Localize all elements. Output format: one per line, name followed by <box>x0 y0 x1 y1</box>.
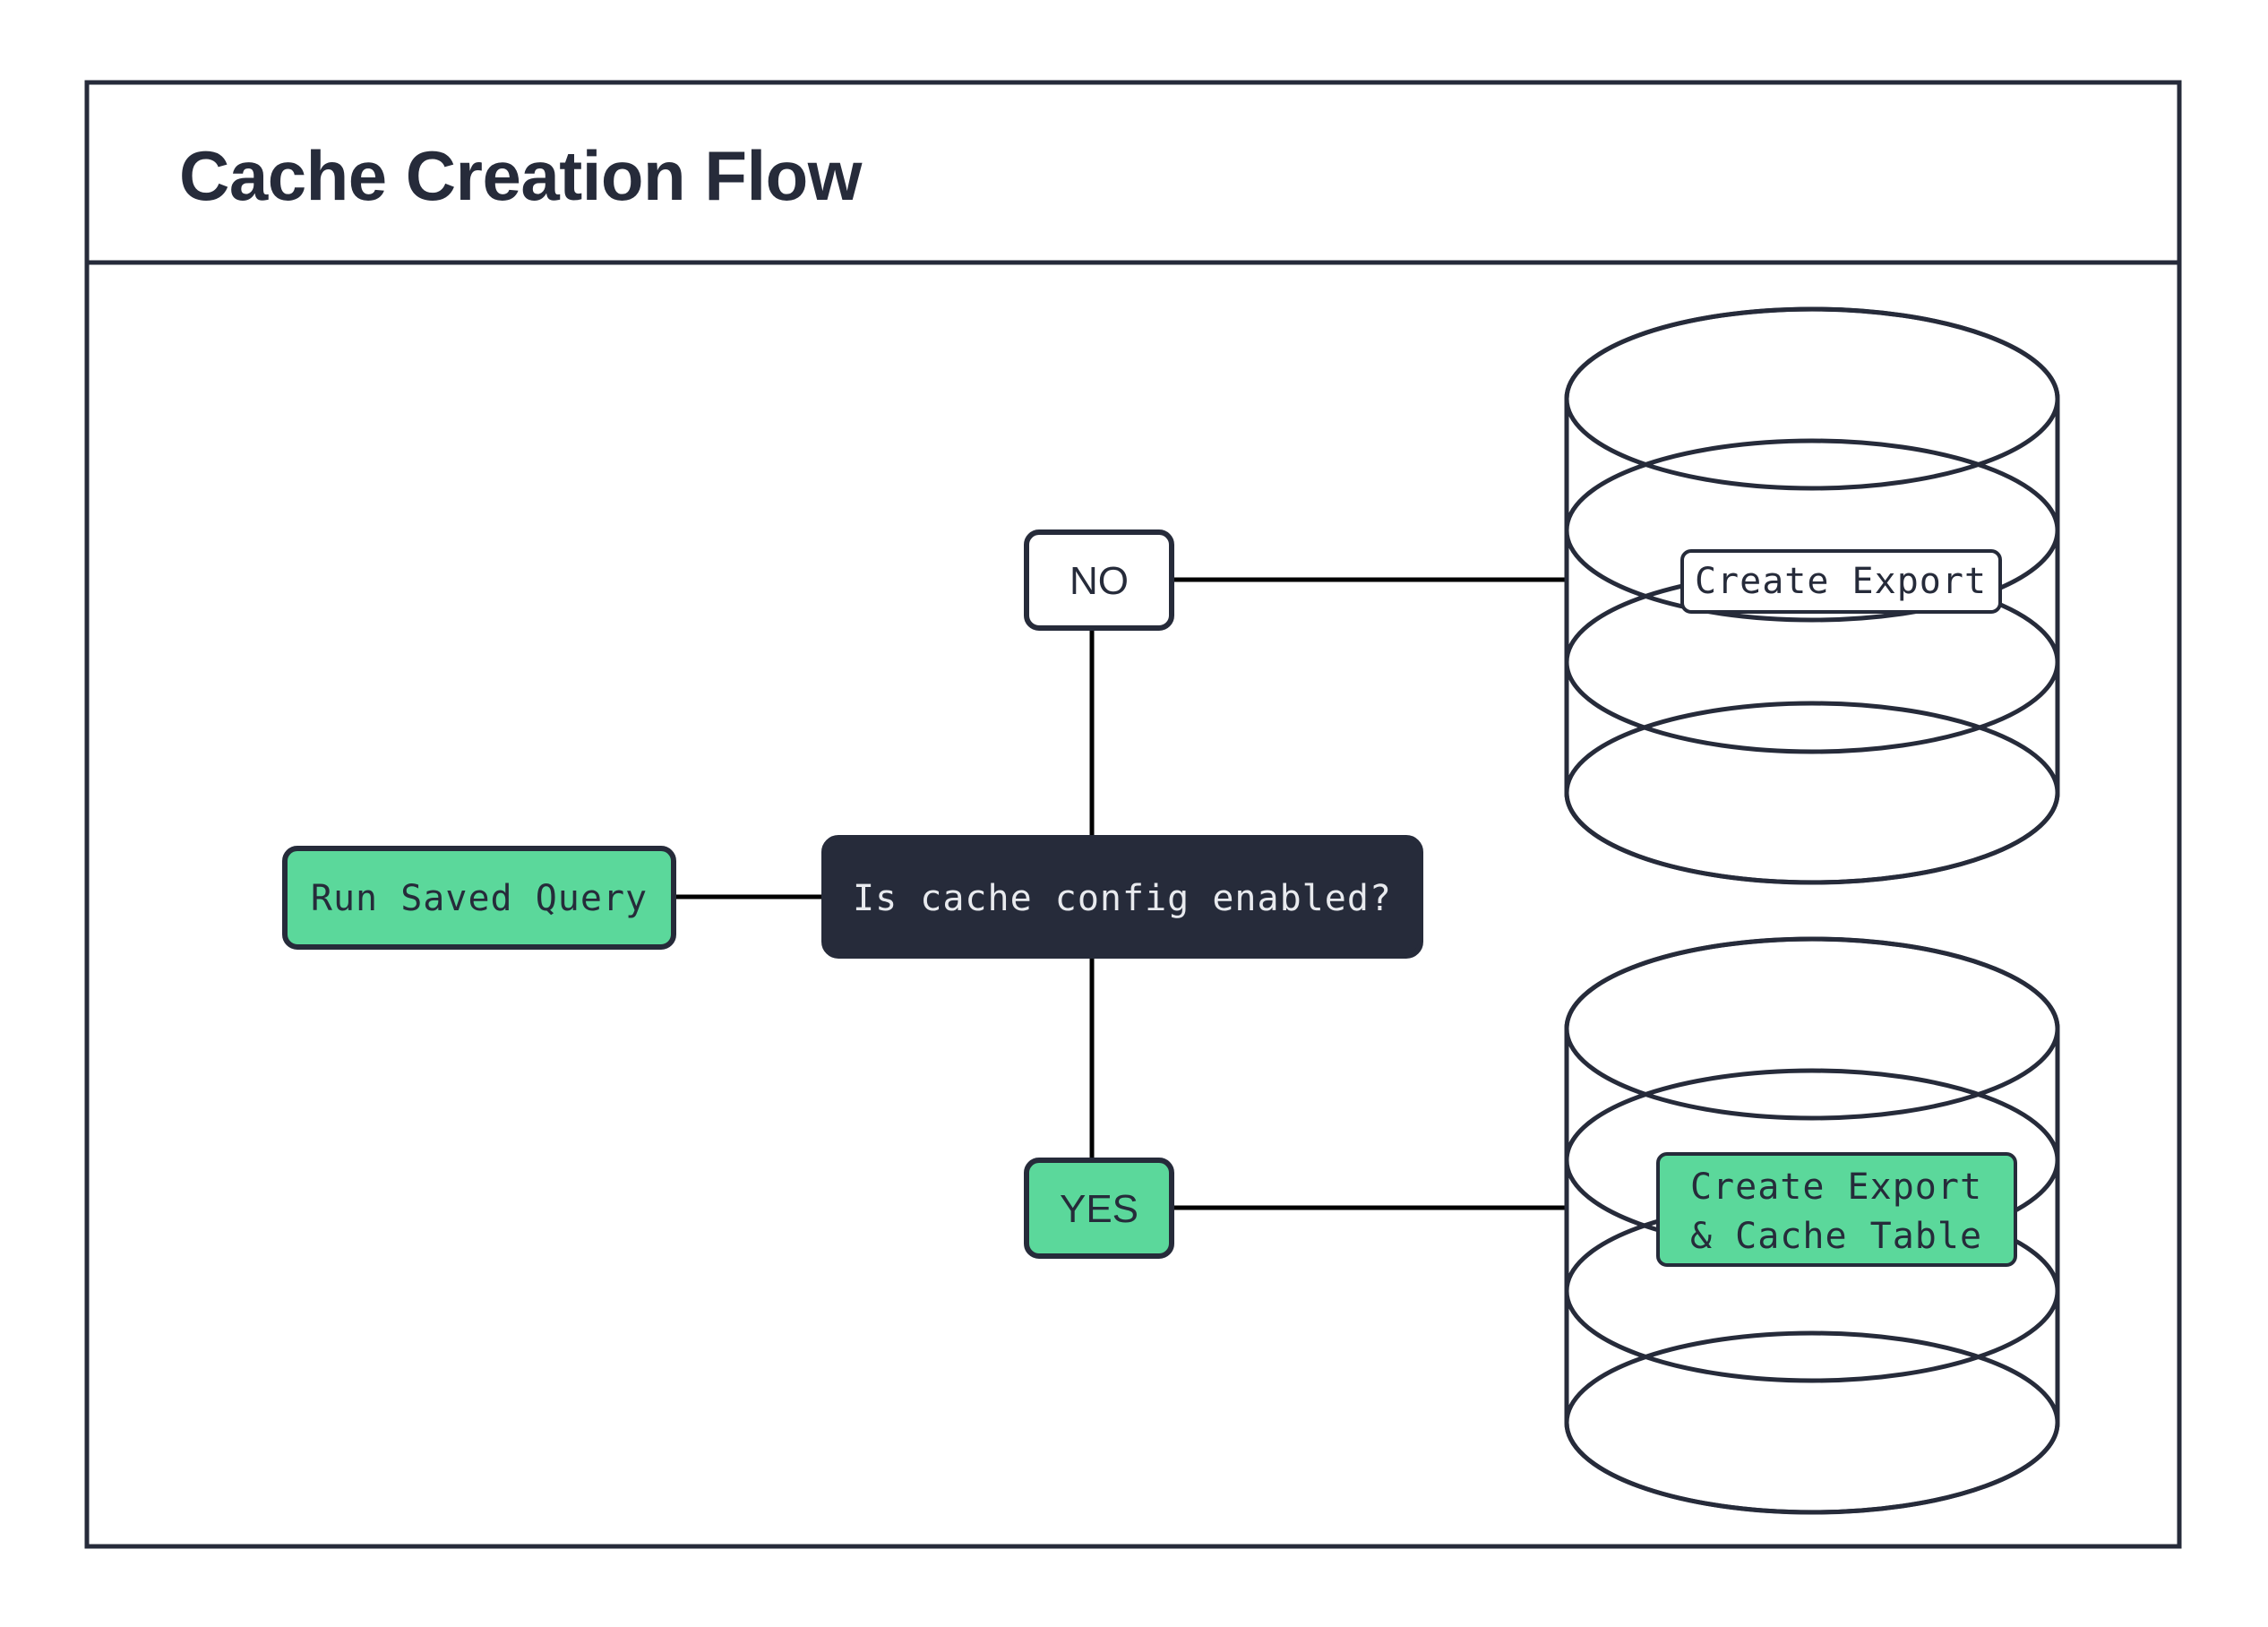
database-top-disk-2 <box>1564 438 2060 623</box>
decision-label: Is cache config enabled? <box>853 878 1392 919</box>
page-title: Cache Creation Flow <box>179 136 863 215</box>
run-saved-query-box <box>282 846 676 950</box>
database-bottom-label-line1: Create Export <box>1690 1166 1982 1208</box>
branch-no-box <box>1024 529 1174 631</box>
database-top[interactable]: Create Export <box>1564 306 2060 885</box>
decision-box <box>821 835 1423 959</box>
node-branch-yes[interactable]: YES <box>1024 1158 1174 1259</box>
node-branch-no[interactable]: NO <box>1024 529 1174 631</box>
database-top-label: Create Export <box>1695 561 1987 602</box>
database-top-label-box <box>1680 549 2002 614</box>
database-bottom-disk-1 <box>1564 936 2060 1121</box>
database-bottom[interactable]: Create Export & Cache Table <box>1564 936 2060 1515</box>
database-top-disk-4 <box>1564 701 2060 885</box>
database-bottom-label-box <box>1656 1152 2017 1267</box>
diagram-frame <box>84 80 2182 1549</box>
node-is-cache-config-enabled[interactable]: Is cache config enabled? <box>821 835 1423 959</box>
branch-yes-box <box>1024 1158 1174 1259</box>
branch-no-label: NO <box>1070 559 1129 603</box>
branch-yes-label: YES <box>1060 1187 1138 1231</box>
database-bottom-disk-4 <box>1564 1330 2060 1515</box>
run-saved-query-label: Run Saved Query <box>311 878 648 919</box>
edge-layer <box>670 577 1599 1210</box>
node-run-saved-query[interactable]: Run Saved Query <box>282 846 676 950</box>
database-bottom-label-line2: & Cache Table <box>1690 1216 1982 1257</box>
database-top-disk-1 <box>1564 306 2060 491</box>
